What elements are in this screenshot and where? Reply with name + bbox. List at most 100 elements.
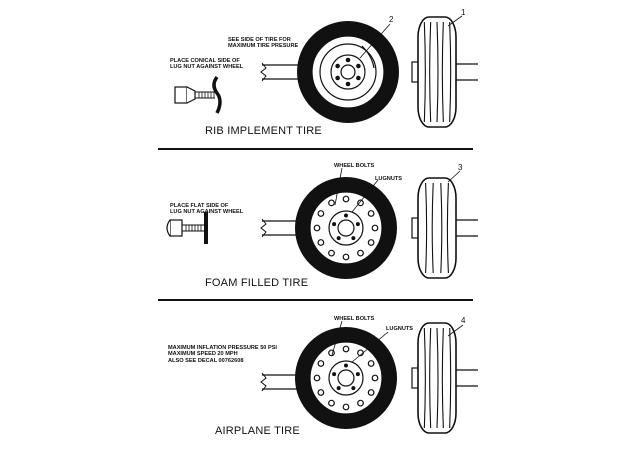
panel-2-wheel-plate bbox=[204, 212, 208, 244]
panel-2-rim bbox=[309, 191, 383, 265]
panel-3-wheel-bolt bbox=[313, 374, 321, 382]
panel-3-wheel-bolt bbox=[328, 349, 335, 357]
panel-3-tread-groove bbox=[436, 327, 439, 429]
panel-3-callout-number: 4 bbox=[461, 316, 466, 325]
panel-3-lug-nut bbox=[332, 372, 337, 377]
panel-1-tread-groove bbox=[449, 21, 452, 123]
panel-3-side-leader-line bbox=[447, 324, 464, 337]
panel-1-tread-groove bbox=[441, 21, 444, 123]
panel-1-title: RIB IMPLEMENT TIRE bbox=[205, 125, 322, 137]
panel-1-side-tire bbox=[417, 16, 457, 128]
panel-3-axle-break-mark bbox=[260, 372, 267, 392]
panel-1-lug-nut bbox=[356, 75, 361, 81]
panel-2-wheel-bolt bbox=[357, 199, 364, 207]
panel-1-note-left: PLACE CONICAL SIDE OF LUG NUT AGAINST WH… bbox=[170, 58, 244, 71]
panel-1-lug-nut bbox=[335, 63, 340, 69]
panel-1-lug-nut bbox=[345, 81, 351, 87]
panel-3-note-left: MAXIMUM INFLATION PRESSURE 50 PSI MAXIMU… bbox=[168, 345, 277, 364]
panel-1-tread-groove bbox=[429, 21, 432, 123]
panel-2-wheel-bolt bbox=[342, 195, 350, 203]
panel-2-tread-groove bbox=[446, 182, 449, 274]
panel-1-lug-nut bbox=[345, 57, 351, 63]
panel-1-leader-line bbox=[359, 23, 391, 59]
panel-3-bolts-leader bbox=[331, 320, 343, 356]
panel-1-callout-number: 2 bbox=[389, 15, 394, 24]
panel-3-rim bbox=[309, 341, 383, 415]
panel-1-hub-ring bbox=[330, 54, 366, 90]
panel-3-title: AIRPLANE TIRE bbox=[215, 425, 300, 437]
panel-2-lug-nut bbox=[332, 222, 337, 227]
panel-1-rim bbox=[311, 35, 385, 109]
panel-1-wheel-section bbox=[212, 75, 222, 114]
panel-3-tread-groove bbox=[449, 327, 452, 429]
panel-2-lug-nut-body bbox=[169, 219, 183, 237]
panel-2-tread-groove bbox=[440, 182, 443, 274]
panel-2-callout-number: 3 bbox=[458, 163, 463, 172]
panel-3-lug-nut bbox=[351, 386, 356, 391]
panel-1-side-callout-number: 1 bbox=[461, 8, 466, 17]
panel-1-tread-groove bbox=[423, 21, 426, 123]
panel-2-label-lugnuts: LUGNUTS bbox=[375, 176, 403, 182]
panel-2-wheel-bolt bbox=[313, 224, 321, 232]
panel-3-wheel-bolt bbox=[342, 403, 350, 411]
panel-1-lug-nut bbox=[335, 75, 340, 81]
panel-2-label-wheel-bolts: WHEEL BOLTS bbox=[334, 163, 375, 169]
panel-3-lug-nut bbox=[344, 363, 348, 368]
panel-3-side-tire bbox=[417, 322, 457, 434]
panel-3-lug-nut bbox=[336, 386, 341, 391]
panel-2-title: FOAM FILLED TIRE bbox=[205, 277, 309, 289]
panel-2-side-leader-line bbox=[447, 170, 461, 183]
panel-3-center-bore bbox=[337, 369, 355, 387]
panel-1-lug-nut-body bbox=[174, 86, 188, 104]
panel-2-lug-nut bbox=[336, 236, 341, 241]
panel-3-wheel-bolt bbox=[342, 345, 350, 353]
panel-3-label-wheel-bolts: WHEEL BOLTS bbox=[334, 316, 375, 322]
panel-2-wheel-bolt bbox=[357, 249, 364, 257]
section-divider-2 bbox=[158, 299, 473, 301]
panel-2-wheel-bolt bbox=[367, 239, 375, 246]
panel-3-wheel-bolt bbox=[328, 399, 335, 407]
panel-2-inner-hub-ring bbox=[328, 210, 364, 246]
panel-3-label-lugnuts: LUGNUTS bbox=[386, 326, 414, 332]
panel-3-lugnuts-leader bbox=[351, 331, 389, 363]
panel-1-rim-inner-ring bbox=[319, 43, 377, 101]
panel-2-tread-groove bbox=[431, 182, 434, 274]
panel-2-wheel-bolt bbox=[317, 210, 325, 217]
panel-3-tread-groove bbox=[429, 327, 432, 429]
panel-1-rim-highlight bbox=[361, 45, 375, 69]
panel-1-center-bore bbox=[340, 64, 356, 80]
panel-1-side-leader-line bbox=[447, 15, 463, 27]
panel-2-lug-nut bbox=[355, 222, 360, 227]
panel-2-wheel-bolt bbox=[328, 199, 335, 207]
panel-1-lug-nut bbox=[356, 63, 361, 69]
panel-2-wheel-bolt bbox=[367, 210, 375, 217]
panel-3-tread-groove bbox=[423, 327, 426, 429]
panel-3-wheel-bolt bbox=[317, 389, 325, 396]
panel-3-wheel-bolt bbox=[367, 389, 375, 396]
panel-2-center-bore bbox=[337, 219, 355, 237]
panel-2-bolts-leader bbox=[334, 167, 343, 206]
panel-1-lug-nut-cone bbox=[186, 86, 196, 104]
panel-1-axle-break-mark bbox=[260, 62, 267, 82]
panel-2-axle-break-mark bbox=[260, 218, 267, 238]
panel-2-wheel-bolt bbox=[342, 253, 350, 261]
panel-3-wheel-bolt bbox=[367, 360, 375, 367]
panel-3-tread-groove bbox=[441, 327, 444, 429]
panel-2-wheel-bolt bbox=[317, 239, 325, 246]
panel-2-lug-nut bbox=[351, 236, 356, 241]
panel-2-side-tire bbox=[417, 177, 457, 279]
panel-1-tread-groove bbox=[436, 21, 439, 123]
panel-3-wheel-bolt bbox=[357, 399, 364, 407]
panel-2-wheel-bolt bbox=[328, 249, 335, 257]
panel-2-tread-groove bbox=[425, 182, 428, 274]
panel-3-lug-nut bbox=[355, 372, 360, 377]
panel-2-note-left: PLACE FLAT SIDE OF LUG NUT AGAINST WHEEL bbox=[170, 203, 244, 216]
panel-2-lug-nut-dome bbox=[166, 219, 171, 237]
panel-3-wheel-bolt bbox=[371, 374, 379, 382]
panel-3-wheel-bolt bbox=[317, 360, 325, 367]
panel-3-inner-hub-ring bbox=[328, 360, 364, 396]
panel-1-note-top: SEE SIDE OF TIRE FOR MAXIMUM TIRE PRESUR… bbox=[228, 37, 299, 50]
panel-2-lugnuts-leader bbox=[351, 179, 379, 213]
